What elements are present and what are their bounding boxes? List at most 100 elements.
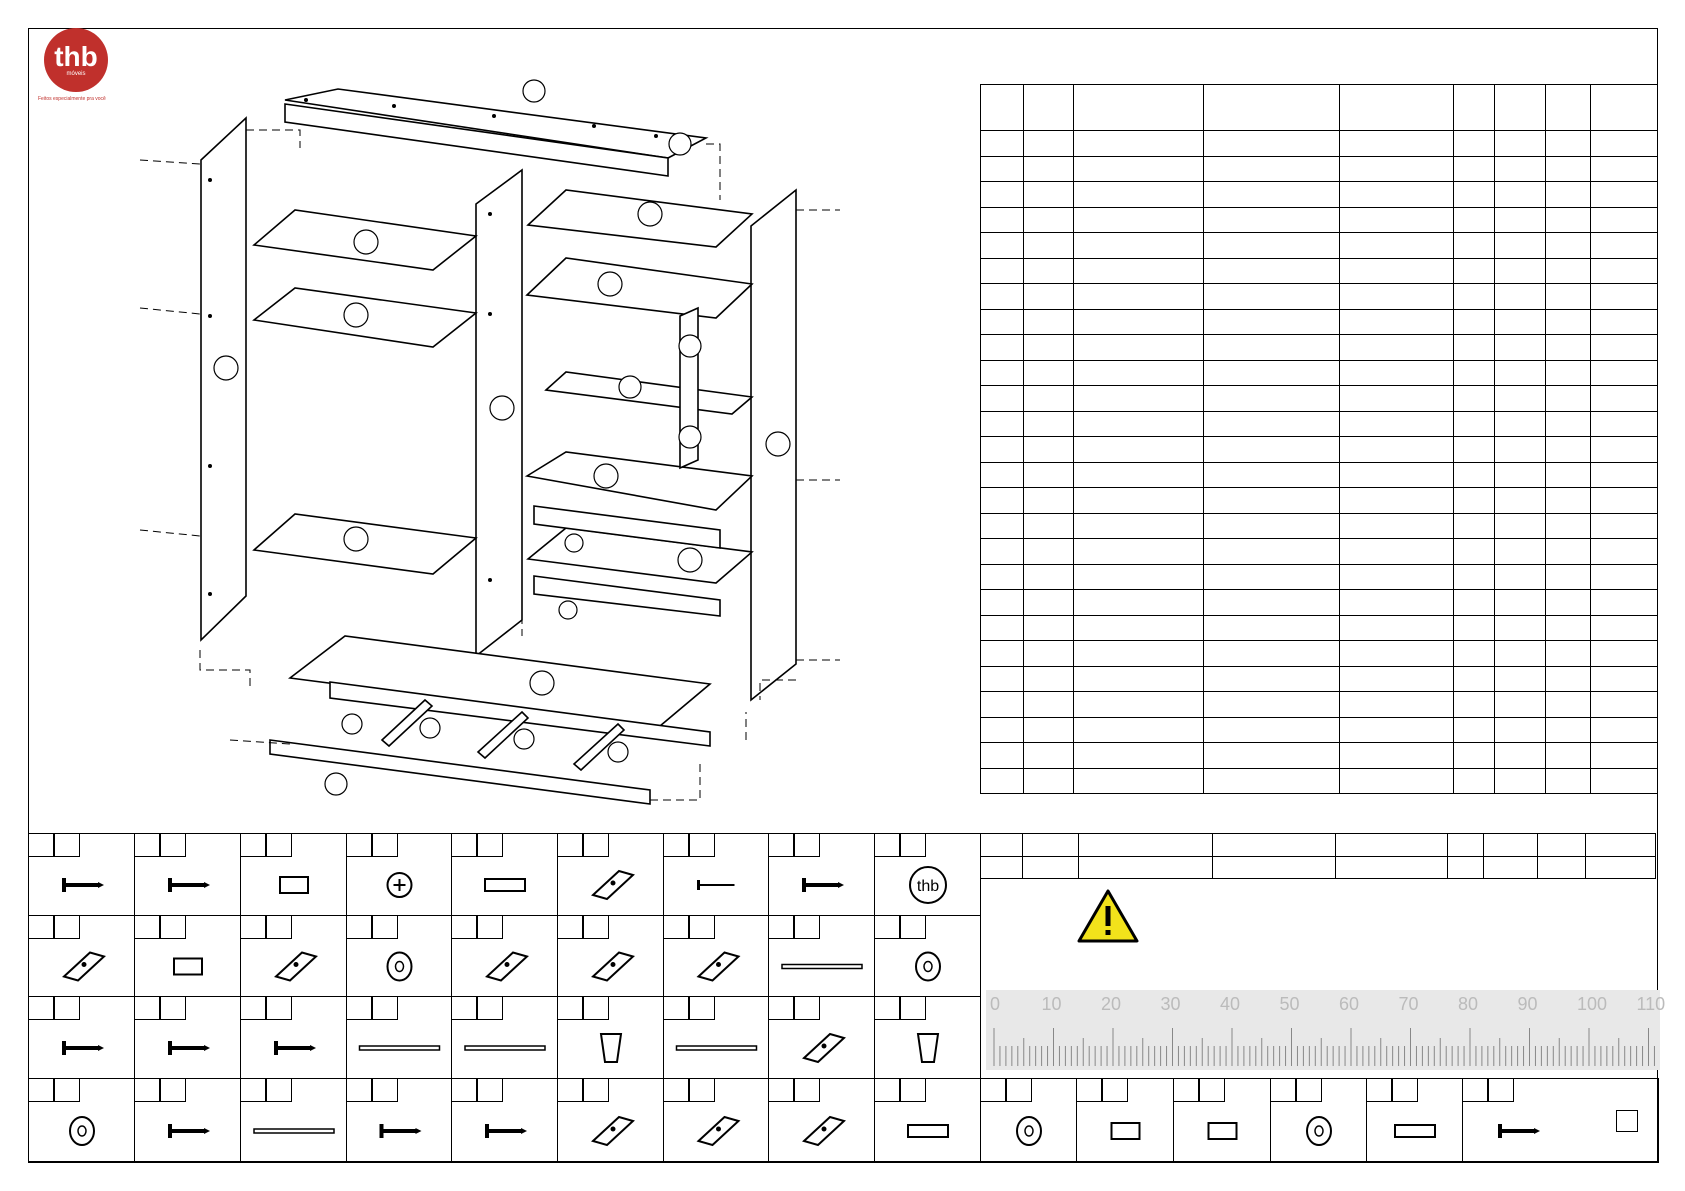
parts-cell [1545, 436, 1592, 463]
parts-cell [1453, 487, 1496, 514]
parts-cell [1453, 767, 1496, 794]
hardware-code-box [451, 1078, 477, 1102]
parts-cell [1339, 691, 1455, 718]
parts-cell [1339, 308, 1455, 335]
parts-cell [1022, 130, 1074, 157]
parts-cell [1022, 512, 1074, 539]
parts-cell [1545, 742, 1592, 769]
parts-row [980, 665, 1658, 692]
rod-holder-icon [781, 963, 863, 970]
parts-cell [1453, 206, 1496, 233]
hardware-code-box [1076, 1078, 1102, 1102]
threaded-insert-icon [907, 1124, 949, 1138]
parts-cell [1453, 84, 1496, 131]
parts-cell [1202, 181, 1341, 208]
parts-cell [1072, 130, 1204, 157]
thb-label-icon: thb [909, 866, 947, 904]
parts-cell [1590, 232, 1658, 259]
hardware-cell [557, 996, 664, 1079]
parts-cell [980, 334, 1024, 361]
parts-row [980, 461, 1658, 488]
parts-cell [1339, 589, 1455, 616]
hardware-code-box [557, 915, 583, 939]
parts-cell [1545, 181, 1592, 208]
parts-cell [1339, 385, 1455, 412]
hardware-code-box [134, 915, 160, 939]
sleeve-icon [1394, 1124, 1436, 1138]
hardware-qty-box [160, 996, 186, 1020]
callout-22 [607, 741, 629, 763]
hardware-code-box [240, 1078, 266, 1102]
hardware-code-box [1462, 1078, 1488, 1102]
parts-cell [1545, 84, 1592, 131]
ruler-label: 10 [1041, 994, 1062, 1014]
hardware-qty-box [160, 1078, 186, 1102]
hardware-code-box [663, 996, 689, 1020]
parts-cell [980, 385, 1024, 412]
parts-cell [1453, 665, 1496, 692]
parts-cell [1022, 716, 1074, 743]
callout-9 [489, 395, 515, 421]
hardware-cell [28, 996, 135, 1079]
parts-row [980, 257, 1658, 284]
wood-screw-icon [802, 878, 844, 892]
parts-row [980, 436, 1658, 463]
parts-cell [1494, 512, 1547, 539]
parts-cell [1339, 334, 1455, 361]
parts-cell [1339, 614, 1455, 641]
hardware-qty-box [1102, 1078, 1128, 1102]
parts-cell [1022, 589, 1074, 616]
parts-cell [1590, 257, 1658, 284]
parts-cell [1453, 640, 1496, 667]
checkbox-square [1616, 1110, 1638, 1132]
parts-cell [1453, 691, 1496, 718]
hardware-qty-box [54, 1078, 80, 1102]
hardware-cell [240, 1078, 347, 1163]
hardware-qty-box [266, 833, 292, 857]
parts-cell [1494, 716, 1547, 743]
parts-cell [1072, 308, 1204, 335]
hardware-cell [451, 996, 558, 1079]
rail-icon [675, 1045, 758, 1051]
hardware-code-box [874, 915, 900, 939]
ruler-label: 70 [1398, 994, 1419, 1014]
hardware-code-box [874, 996, 900, 1020]
hardware-code-box [134, 833, 160, 857]
hardware-cell [557, 1078, 664, 1163]
parts-cell [1072, 155, 1204, 182]
parts-cell [1453, 130, 1496, 157]
ruler-label: 90 [1517, 994, 1538, 1014]
hardware-qty-box [689, 1078, 715, 1102]
hardware-cell [1462, 1078, 1659, 1163]
parts-cell [1072, 614, 1204, 641]
parts-cell [980, 691, 1024, 718]
parts-row [980, 742, 1658, 769]
ruler-label: 100 [1577, 994, 1608, 1014]
parts-cell [1022, 334, 1074, 361]
parts-cell [1072, 691, 1204, 718]
parts-cell [980, 512, 1024, 539]
parts-cell [1590, 589, 1658, 616]
hardware-qty-box [54, 915, 80, 939]
hinge-left-icon [274, 951, 318, 982]
parts-cell [1202, 385, 1341, 412]
parts-cell [1453, 283, 1496, 310]
brace-3 [572, 722, 626, 772]
parts-cell [1545, 538, 1592, 565]
warning-triangle-icon [1077, 889, 1139, 943]
parts-cell [1072, 334, 1204, 361]
parts-cell [1494, 283, 1547, 310]
parts-cell [1339, 563, 1455, 590]
hardware-cell [134, 833, 241, 916]
parts-cell [1545, 385, 1592, 412]
parts-cell [1590, 359, 1658, 386]
parts-cell [1022, 665, 1074, 692]
parts-cell [1590, 538, 1658, 565]
parts-cell [1022, 385, 1074, 412]
parts-cell [1545, 257, 1592, 284]
parts-cell [1339, 640, 1455, 667]
parts-cell [1494, 181, 1547, 208]
logo-tagline: Feitos especialmente pra você [38, 96, 106, 102]
hardware-cell [874, 915, 981, 997]
parts-cell [1590, 665, 1658, 692]
